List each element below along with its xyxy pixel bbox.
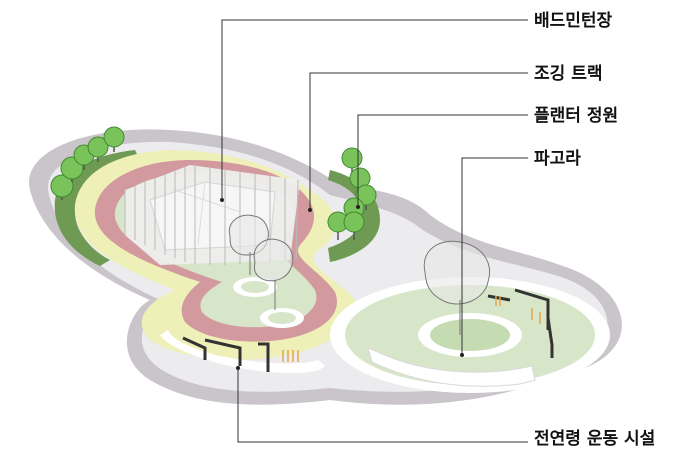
- pergola-label: 파고라: [534, 149, 581, 169]
- outline-trees: [228, 214, 490, 335]
- left-tree-row: [50, 126, 125, 200]
- right-tree-row: [327, 147, 377, 240]
- badminton-court-label: 배드민턴장: [534, 11, 613, 31]
- curved-bench: [367, 347, 536, 387]
- fitness-equipment: [182, 288, 554, 372]
- outdoor-fitness-label: 전연령 운동 시설: [534, 429, 656, 449]
- callout-dots: [220, 198, 464, 370]
- planter-garden-label: 플랜터 정원: [534, 106, 619, 126]
- fitness-area: [160, 330, 325, 374]
- round-planter-2-inner: [268, 312, 296, 324]
- round-planter-1-inner: [241, 281, 269, 293]
- left-planter-bed: [54, 150, 140, 266]
- fitness-accents: [282, 296, 541, 362]
- callout-lines: [221, 19, 528, 443]
- jogging-track-label: 조깅 트랙: [534, 64, 603, 84]
- pergola-center-lawn: [430, 319, 510, 351]
